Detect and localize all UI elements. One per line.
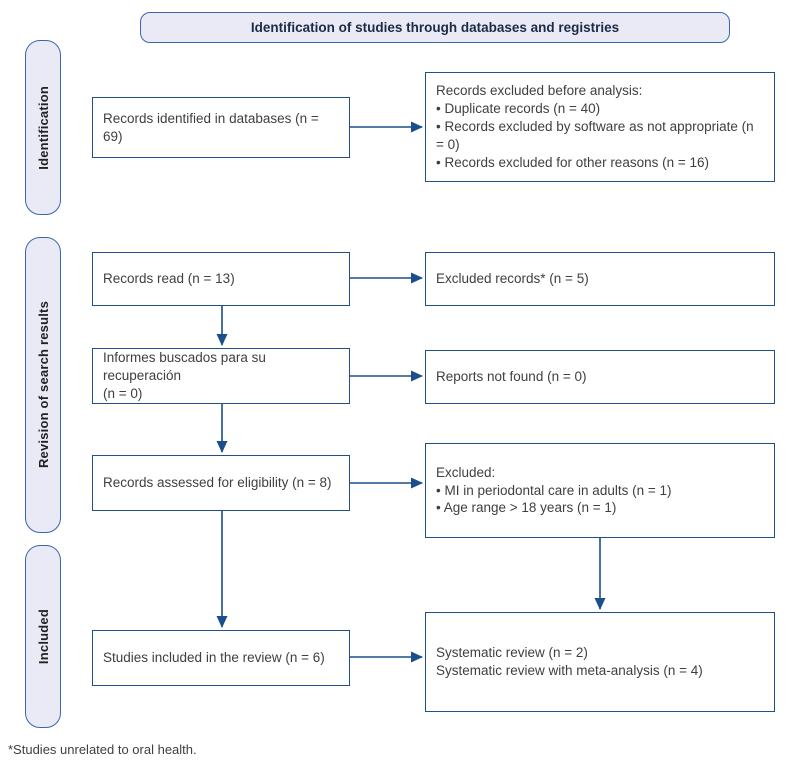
box-reports-not-found-text: Reports not found (n = 0) — [436, 369, 587, 385]
box-excluded-records: Excluded records* (n = 5) — [425, 252, 775, 306]
box-studies-included: Studies included in the review (n = 6) — [92, 630, 350, 686]
box-excluded-eligibility: Excluded: • MI in periodontal care in ad… — [425, 443, 775, 538]
box-records-excluded-before: Records excluded before analysis: • Dupl… — [425, 72, 775, 182]
stage-label-revision-text: Revision of search results — [35, 301, 51, 469]
box-records-identified: Records identified in databases (n = 69) — [92, 97, 350, 158]
box-final-counts-line2: Systematic review with meta-analysis (n … — [436, 663, 703, 678]
stage-label-revision: Revision of search results — [25, 237, 61, 533]
box-studies-included-text: Studies included in the review (n = 6) — [103, 650, 325, 666]
box-records-read-text: Records read (n = 13) — [103, 271, 235, 287]
box-records-identified-text: Records identified in databases (n = 69) — [103, 110, 319, 144]
box-final-counts: Systematic review (n = 2) Systematic rev… — [425, 612, 775, 712]
box-records-assessed: Records assessed for eligibility (n = 8) — [92, 455, 350, 511]
box-records-excluded-before-bullet: • Records excluded by software as not ap… — [436, 119, 754, 152]
box-records-excluded-before-bullet: • Records excluded for other reasons (n … — [436, 154, 709, 170]
box-excluded-eligibility-heading: Excluded: — [436, 464, 496, 480]
box-excluded-eligibility-bullet: • MI in periodontal care in adults (n = … — [436, 482, 672, 498]
box-reports-not-found: Reports not found (n = 0) — [425, 350, 775, 404]
box-reports-sought: Informes buscados para su recuperación (… — [92, 348, 350, 404]
box-reports-sought-line2: (n = 0) — [103, 385, 143, 401]
box-final-counts-line1: Systematic review (n = 2) — [436, 645, 588, 661]
diagram-title: Identification of studies through databa… — [250, 20, 620, 35]
diagram-title-banner: Identification of studies through databa… — [140, 12, 730, 43]
footnote: *Studies unrelated to oral health. — [8, 742, 197, 757]
box-records-read: Records read (n = 13) — [92, 252, 350, 306]
stage-label-identification-text: Identification — [35, 85, 51, 170]
stage-label-included: Included — [25, 545, 61, 728]
box-records-assessed-text: Records assessed for eligibility (n = 8) — [103, 475, 332, 491]
box-excluded-records-text: Excluded records* (n = 5) — [436, 271, 589, 287]
stage-label-included-text: Included — [35, 608, 51, 665]
stage-label-identification: Identification — [25, 40, 61, 215]
box-records-excluded-before-bullet: • Duplicate records (n = 40) — [436, 101, 601, 117]
box-records-excluded-before-heading: Records excluded before analysis: — [436, 83, 643, 99]
box-excluded-eligibility-bullet: • Age range > 18 years (n = 1) — [436, 500, 617, 516]
box-reports-sought-line1: Informes buscados para su recuperación — [103, 350, 266, 384]
